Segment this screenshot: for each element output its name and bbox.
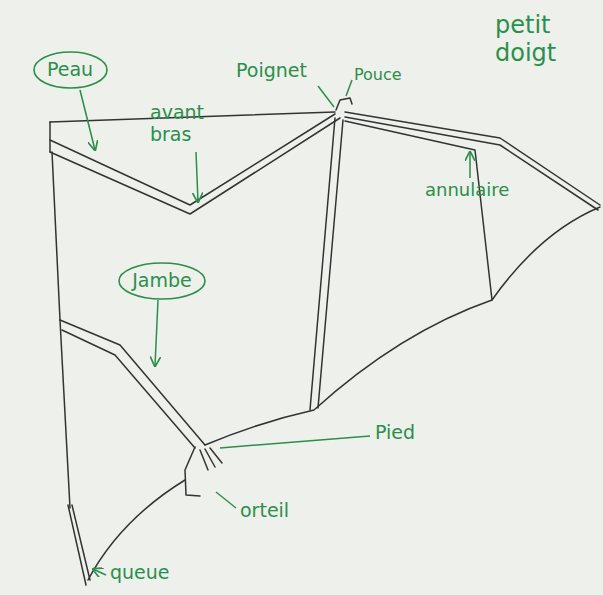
part-label: orteil — [240, 500, 289, 522]
part-label: Poignet — [236, 60, 307, 82]
part-label: annulaire — [425, 180, 509, 201]
part-label: queue — [110, 562, 170, 584]
part-label: Pied — [375, 422, 415, 444]
circled-label: Peau — [32, 50, 109, 90]
wing-outline — [50, 98, 600, 585]
part-label: petit doigt — [495, 12, 595, 67]
part-name: Jambe — [132, 270, 192, 292]
leader-lines — [80, 80, 470, 575]
part-name: Peau — [47, 59, 93, 81]
part-label: Pouce — [354, 66, 402, 84]
part-label: avant bras — [150, 102, 230, 146]
circled-label: Jambe — [117, 261, 207, 301]
